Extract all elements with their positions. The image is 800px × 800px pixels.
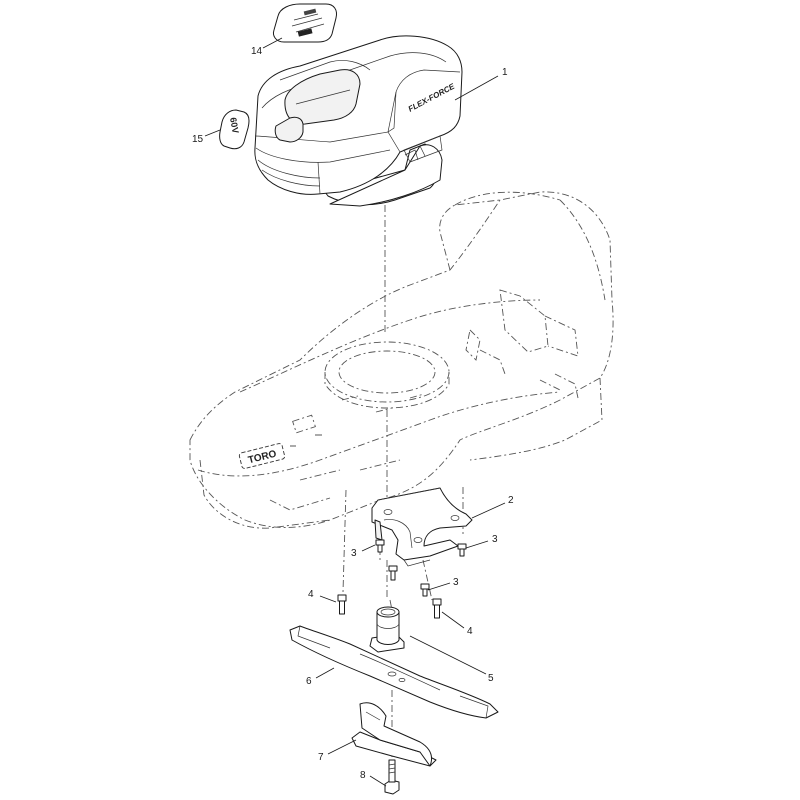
bolt xyxy=(337,594,347,615)
callout-2: 2 xyxy=(508,495,514,506)
callout-leaders xyxy=(204,37,506,787)
callout-4b: 4 xyxy=(467,626,473,637)
blade-brake-bracket xyxy=(371,487,473,567)
callout-3b: 3 xyxy=(492,534,498,545)
voltage-decal: 60V xyxy=(219,109,250,150)
callout-3c: 3 xyxy=(453,577,459,588)
callout-14: 14 xyxy=(251,46,263,57)
bolt xyxy=(432,598,442,619)
mower-deck-outline xyxy=(189,191,614,529)
screw xyxy=(388,565,398,581)
callout-6: 6 xyxy=(306,676,312,687)
bolt-set xyxy=(337,594,442,619)
callout-5: 5 xyxy=(488,673,494,684)
callout-labels: 1 2 3 3 3 4 4 5 6 7 8 14 15 xyxy=(192,46,514,781)
blade-bolt xyxy=(384,759,400,795)
screw xyxy=(375,539,385,553)
motor-cover: FLEX-FORCE xyxy=(254,35,463,207)
screw xyxy=(420,583,430,597)
callout-7: 7 xyxy=(318,752,324,763)
blade-adapter xyxy=(369,606,405,653)
blade-stiffener xyxy=(351,702,437,767)
blade xyxy=(289,625,499,719)
callout-8: 8 xyxy=(360,770,366,781)
voltage-decal-text: 60V xyxy=(228,117,241,135)
callout-15: 15 xyxy=(192,134,204,145)
assembly-axis-lines xyxy=(342,205,464,760)
screw-set xyxy=(375,539,467,597)
callout-3a: 3 xyxy=(351,548,357,559)
callout-1: 1 xyxy=(502,67,508,78)
top-decal xyxy=(273,3,337,43)
screw xyxy=(457,543,467,557)
callout-4a: 4 xyxy=(308,589,314,600)
deck-logo-plate: TORO xyxy=(238,443,286,469)
